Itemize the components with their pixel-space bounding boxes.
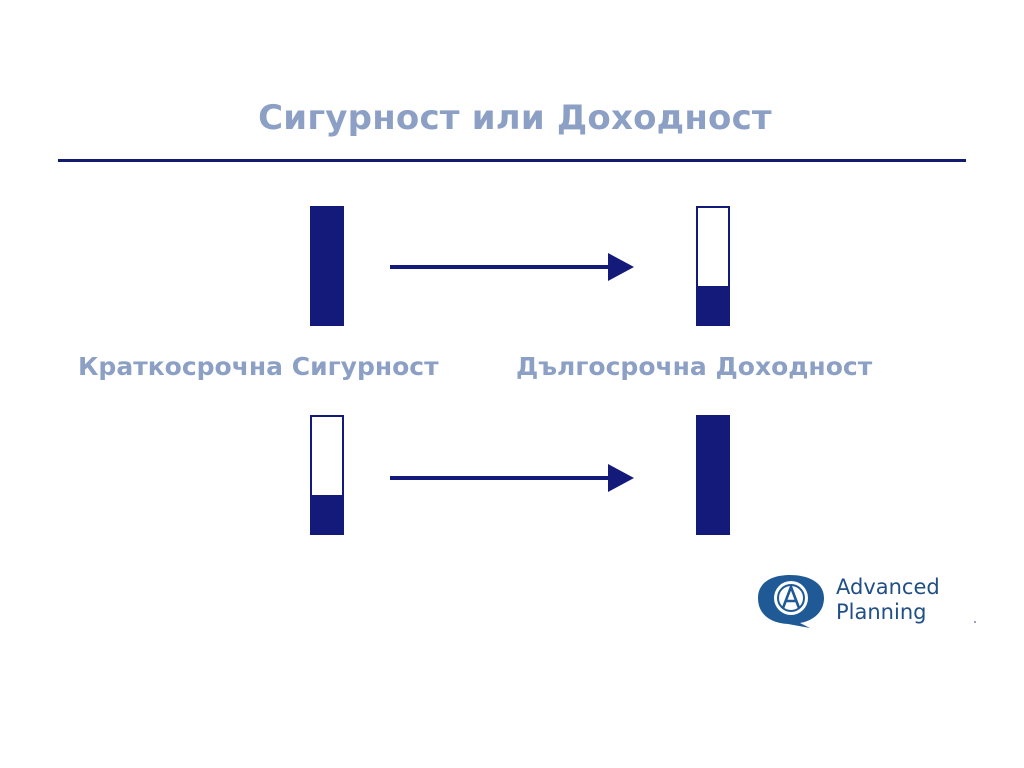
bar-fill <box>312 494 342 533</box>
bar-fill <box>698 285 728 324</box>
slide-title: Сигурност или Доходност <box>258 98 772 138</box>
bar-short-term-row1 <box>310 206 344 326</box>
logo-line-2: Planning <box>836 600 927 624</box>
bar-long-term-row2 <box>696 415 730 535</box>
bar-fill <box>698 417 728 533</box>
label-short-term-security: Краткосрочна Сигурност <box>78 352 439 381</box>
bar-short-term-row2 <box>310 415 344 535</box>
right-arrow-icon <box>390 464 634 492</box>
right-arrow-icon <box>390 253 634 281</box>
corner-dot <box>974 621 976 623</box>
advanced-planning-logo-icon <box>758 575 824 628</box>
bar-long-term-row1 <box>696 206 730 326</box>
label-long-term-return: Дългосрочна Доходност <box>516 352 873 381</box>
title-divider <box>58 159 966 162</box>
bar-fill <box>312 208 342 324</box>
logo-wordmark: Advanced Planning <box>836 575 940 625</box>
logo-line-1: Advanced <box>836 575 940 599</box>
